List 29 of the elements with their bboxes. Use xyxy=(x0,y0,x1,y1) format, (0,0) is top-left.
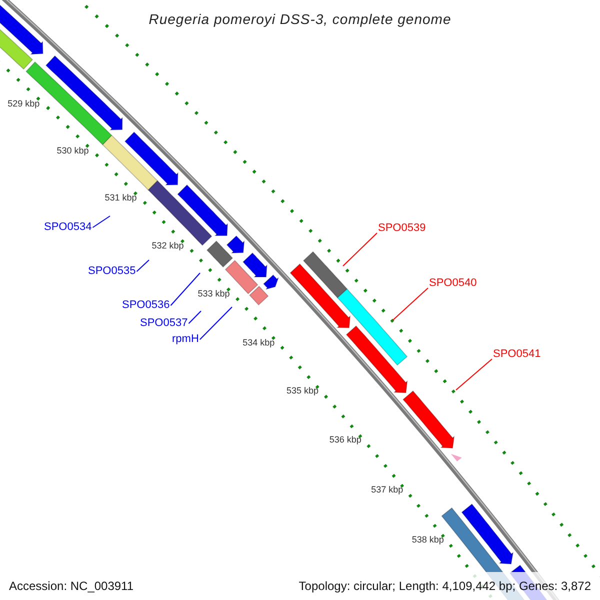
scale-label: 535 kbp xyxy=(286,384,319,398)
leader-line xyxy=(342,232,378,266)
scale-label: 530 kbp xyxy=(56,144,89,158)
scale-label: 531 kbp xyxy=(104,192,137,205)
leader-line xyxy=(136,260,150,272)
scale-label: 536 kbp xyxy=(329,434,362,447)
gene-label: SPO0537 xyxy=(140,317,188,330)
leader-line xyxy=(199,306,232,340)
scale-label: 534 kbp xyxy=(242,336,275,350)
gene-label: SPO0541 xyxy=(493,348,541,361)
scale-label: 538 kbp xyxy=(412,532,444,546)
leader-line xyxy=(170,272,200,306)
scale-label: 532 kbp xyxy=(152,239,184,252)
leader-line xyxy=(188,310,202,324)
footer-text: Accession: NC_003911 xyxy=(9,578,134,595)
gene-label: SPO0534 xyxy=(44,221,92,234)
footer-text: Topology: circular; Length: 4,109,442 bp; Genes: 3,872 xyxy=(298,578,591,595)
gene-label: SPO0535 xyxy=(88,265,136,278)
scale-label: 537 kbp xyxy=(371,483,404,496)
title: Ruegeria pomeroyi DSS-3, complete genome xyxy=(148,10,452,29)
gene-label: SPO0536 xyxy=(122,299,170,312)
leader-line xyxy=(392,288,428,320)
gene-label: SPO0539 xyxy=(378,222,426,235)
gene-label: SPO0540 xyxy=(429,277,477,290)
scale-label: 529 kbp xyxy=(8,97,40,110)
leader-line xyxy=(456,358,492,390)
scale-label: 533 kbp xyxy=(198,287,230,300)
leader-line xyxy=(92,216,110,228)
gene-label: rpmH xyxy=(172,333,199,346)
